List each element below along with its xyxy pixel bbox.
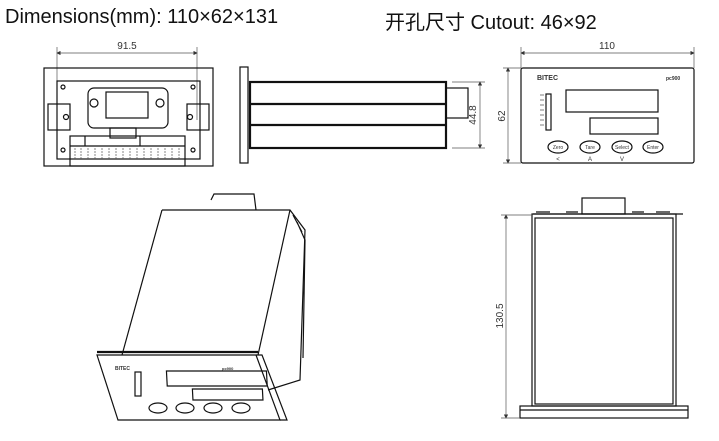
svg-text:Tare: Tare — [585, 145, 595, 151]
front-button-enter[interactable]: Enter — [642, 140, 664, 154]
back-view: 91.5 — [43, 41, 214, 167]
svg-text:Select: Select — [615, 145, 630, 151]
front-button-zero[interactable]: Zero < — [547, 140, 569, 163]
dim-top-depth: 130.5 — [495, 303, 506, 328]
isometric-view: BITEC pc900 — [96, 193, 306, 421]
dim-front-height: 62 — [497, 110, 508, 122]
svg-text:<: < — [556, 157, 560, 163]
dim-back-width: 91.5 — [117, 41, 137, 52]
dimensions-title: Dimensions(mm): 110×62×131 — [5, 6, 279, 28]
svg-text:A: A — [588, 157, 592, 163]
model-label: pc900 — [666, 76, 680, 82]
iso-model-label: pc900 — [222, 366, 234, 371]
main-display — [565, 89, 659, 113]
secondary-display — [589, 117, 659, 135]
dim-front-width: 110 — [599, 41, 615, 52]
top-view: 130.5 — [495, 197, 689, 419]
svg-text:Enter: Enter — [647, 145, 659, 151]
iso-brand-label: BITEC — [115, 366, 130, 372]
svg-text:Zero: Zero — [553, 145, 564, 151]
brand-label: BITEC — [537, 75, 558, 82]
svg-text:V: V — [620, 157, 624, 163]
cutout-title: 开孔尺寸 Cutout: 46×92 — [385, 12, 597, 34]
dim-side-height: 44.8 — [468, 105, 479, 125]
side-view: 44.8 — [239, 66, 485, 164]
